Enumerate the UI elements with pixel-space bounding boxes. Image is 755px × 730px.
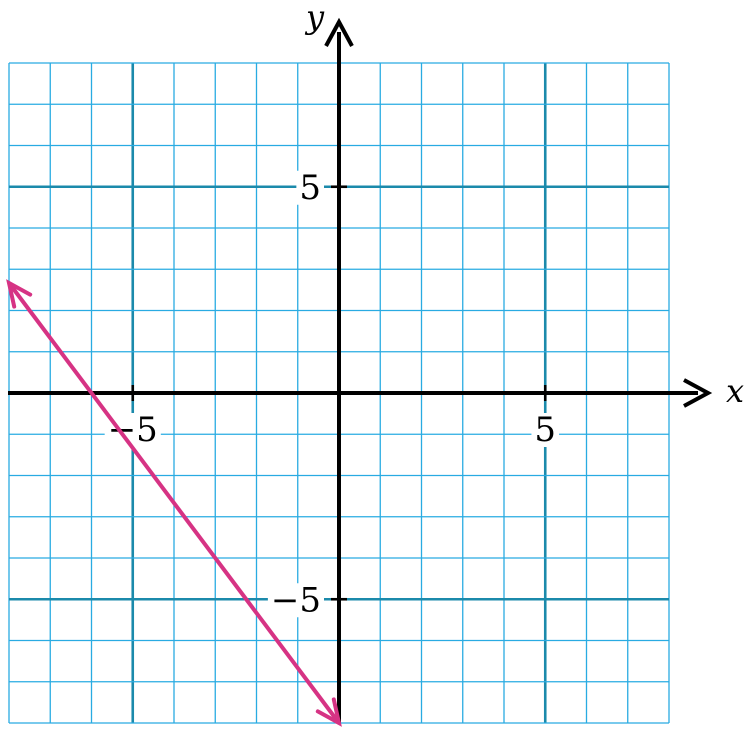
tick-labels: −5 5 5 −5 xyxy=(104,168,560,620)
x-tick-label: 5 xyxy=(534,410,556,450)
tick-label-background xyxy=(104,413,161,447)
y-tick-label: 5 xyxy=(299,168,321,208)
series-layer xyxy=(6,279,342,727)
series-line xyxy=(7,281,341,725)
y-axis-arrow-icon xyxy=(324,17,354,47)
y-axis-label: y xyxy=(304,0,325,36)
series-arrow-icon xyxy=(315,697,342,727)
tick-label-background xyxy=(267,583,324,618)
y-tick-label: −5 xyxy=(271,580,321,620)
tick-label-background xyxy=(296,170,324,205)
ticks xyxy=(131,185,547,601)
x-axis-label: x xyxy=(726,372,744,410)
x-axis-arrow-icon xyxy=(683,378,713,408)
tick-label-background xyxy=(531,413,560,447)
series-arrow-icon xyxy=(6,279,33,309)
axes xyxy=(8,17,713,723)
x-tick-label: −5 xyxy=(108,410,158,450)
